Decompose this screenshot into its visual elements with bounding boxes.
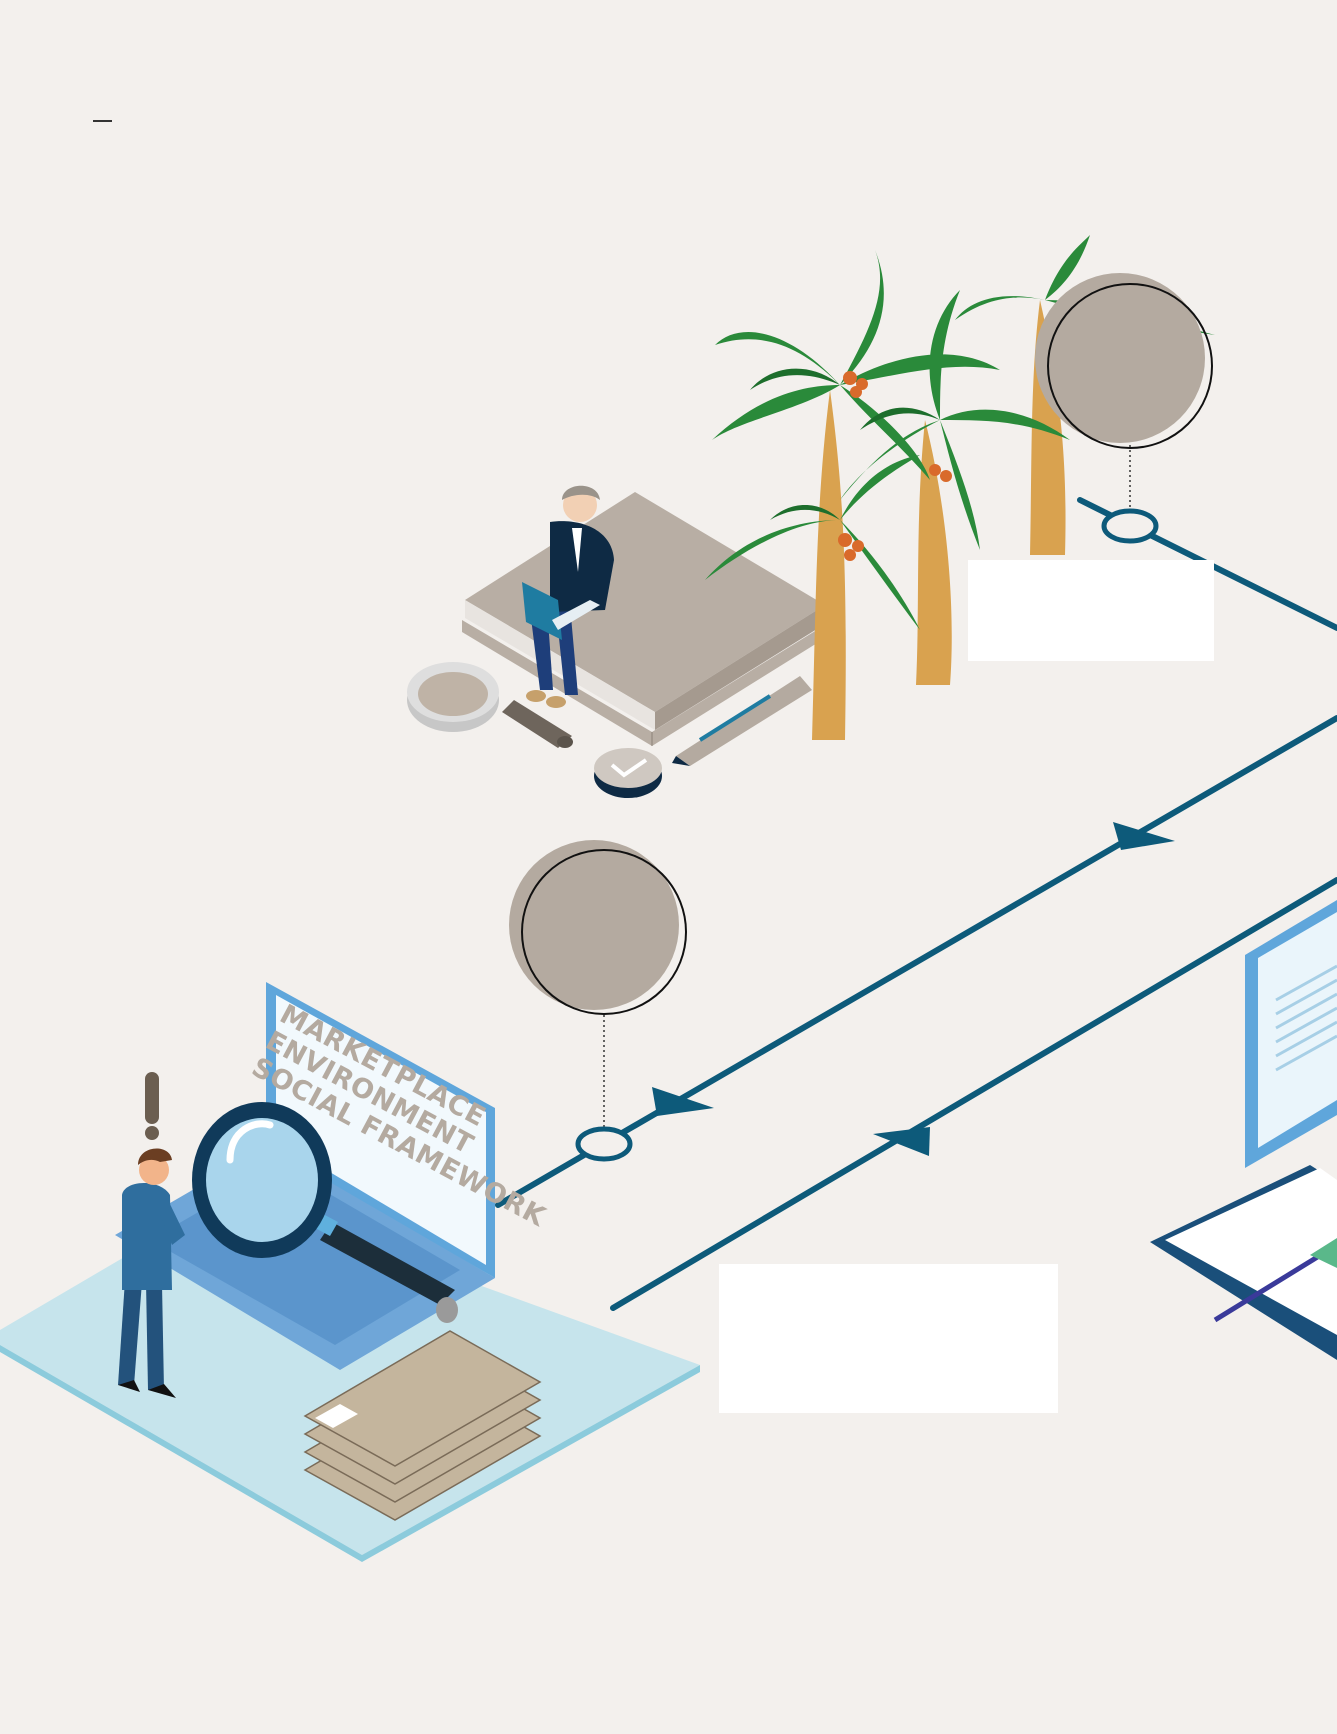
node-bottom-circle (509, 840, 687, 1015)
flow-arrow-3 (873, 1127, 930, 1156)
flow-arrow-2 (652, 1087, 714, 1116)
text-box-top (968, 560, 1214, 661)
magnifier-icon (407, 662, 573, 748)
laptop-icon (522, 582, 562, 640)
clock-icon (594, 748, 662, 798)
flow-arrow-1 (1113, 822, 1175, 850)
magnifier-icon (192, 1102, 458, 1323)
platform (0, 1195, 700, 1562)
text-box-bottom (719, 1264, 1058, 1413)
pen-icon (672, 676, 812, 766)
folder-icon (303, 1330, 542, 1521)
person-standing (118, 1072, 185, 1398)
person-sitting (522, 485, 614, 708)
monitor-icon (1245, 900, 1337, 1168)
exclamation-icon (145, 1072, 159, 1124)
node-top-circle (1035, 273, 1213, 449)
node-bottom (575, 1015, 633, 1162)
notebook-icon (1150, 1165, 1337, 1360)
node-top (1101, 445, 1159, 544)
